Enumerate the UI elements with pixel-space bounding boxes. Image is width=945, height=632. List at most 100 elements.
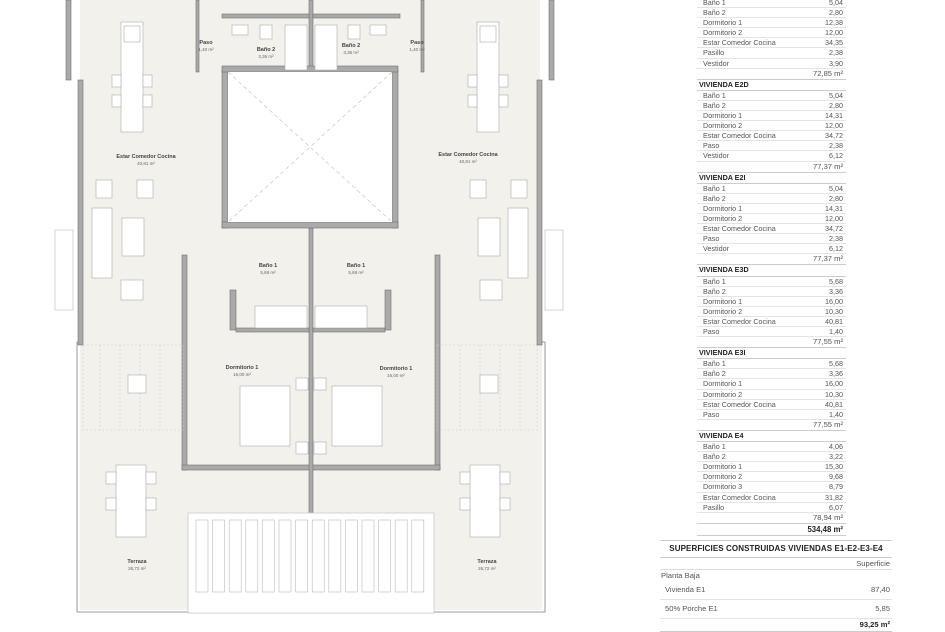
slat	[328, 519, 342, 593]
room-area: 2,80	[829, 100, 843, 110]
room-name: Baño 2	[703, 369, 726, 379]
dwelling-total: 77,55 m²	[697, 420, 846, 431]
table-row: Baño 2 2,80	[697, 100, 846, 112]
room-area: 8,79	[829, 482, 843, 492]
room-area: 15,30	[825, 462, 843, 472]
room-area: 40,81	[825, 316, 843, 326]
room-name: Vestidor	[703, 151, 729, 161]
room-area: 1,40	[829, 327, 843, 336]
room-area: 12,00	[825, 28, 843, 38]
room-area: 1,40	[829, 409, 843, 419]
slat	[311, 519, 325, 593]
dwelling-total: 72,85 m²	[697, 69, 846, 80]
room-name: Baño 1	[703, 183, 726, 193]
room-name: Baño 1	[703, 442, 726, 452]
room-area: 3,36	[829, 369, 843, 379]
room-area: 5,04	[829, 183, 843, 193]
room-name: Estar Comedor Cocina	[703, 399, 776, 409]
room-name: Baño 1	[703, 90, 726, 100]
slat	[262, 519, 275, 593]
room-name: Dormitorio 1	[703, 111, 743, 121]
room-name: Vestidor	[703, 58, 729, 68]
room-area: 10,30	[825, 306, 843, 316]
slat	[411, 519, 425, 593]
room-area: 2,38	[829, 48, 843, 58]
dwelling-total: 78,94 m²	[697, 513, 846, 524]
table-row: Dormitorio 2 10,30	[697, 307, 846, 317]
room-name: Dormitorio 2	[703, 121, 743, 131]
room-name: Baño 1	[703, 359, 726, 369]
table-row: Baño 1 5,68	[697, 277, 846, 287]
table-row: Dormitorio 1 14,31	[697, 111, 846, 122]
dwelling-header: VIVIENDA E4	[697, 431, 846, 443]
slat	[212, 519, 225, 593]
slat	[228, 519, 242, 593]
room-area: 12,38	[825, 18, 843, 28]
room-name: Dormitorio 3	[703, 482, 743, 492]
room-area: 9,68	[829, 472, 843, 482]
built-areas-table: SUPERFICIES CONSTRUIDAS VIVIENDAS E1-E2-…	[660, 540, 892, 632]
room-area: 10,30	[825, 389, 843, 399]
room-name: Paso	[703, 141, 720, 151]
room-area: 2,80	[829, 193, 843, 203]
slat	[345, 519, 358, 593]
room-name: Paso	[703, 409, 720, 419]
slat	[378, 519, 391, 593]
slat	[195, 519, 209, 593]
table-row: Dormitorio 1 16,00	[697, 379, 846, 390]
room-name: Baño 2	[703, 8, 726, 18]
room-area: 2,38	[829, 141, 843, 151]
table-row: Dormitorio 1 15,30	[697, 462, 846, 473]
slat	[278, 519, 292, 593]
dwelling-header: VIVIENDA E3D	[697, 265, 846, 277]
slat	[361, 519, 375, 593]
room-name: Dormitorio 1	[703, 203, 743, 213]
room-name: Dormitorio 1	[703, 296, 743, 306]
table-row: Baño 2 3,36	[697, 369, 846, 380]
room-name: Dormitorio 2	[703, 306, 743, 316]
room-area: 12,00	[825, 121, 843, 131]
room-name: Baño 1	[703, 276, 726, 286]
room-area: 5,68	[829, 276, 843, 286]
room-name: Dormitorio 1	[703, 18, 743, 28]
room-area: 31,82	[825, 492, 843, 502]
room-area: 5,04	[829, 90, 843, 100]
slat	[245, 519, 259, 593]
furniture	[91, 21, 529, 538]
room-area: 16,00	[825, 379, 843, 389]
room-name: Baño 1	[703, 0, 726, 7]
table-row: Paso 2,38	[697, 141, 846, 152]
room-name: Pasillo	[703, 48, 725, 58]
room-name: Dormitorio 1	[703, 462, 743, 472]
room-name: Baño 2	[703, 452, 726, 462]
room-area: 14,31	[825, 111, 843, 121]
pergola	[82, 344, 538, 431]
room-name: Dormitorio 1	[703, 379, 743, 389]
dwelling-header: VIVIENDA E2I	[697, 173, 846, 184]
room-name: Baño 2	[703, 100, 726, 110]
table-row: Dormitorio 2 12,00	[697, 121, 846, 132]
slat	[295, 519, 308, 593]
